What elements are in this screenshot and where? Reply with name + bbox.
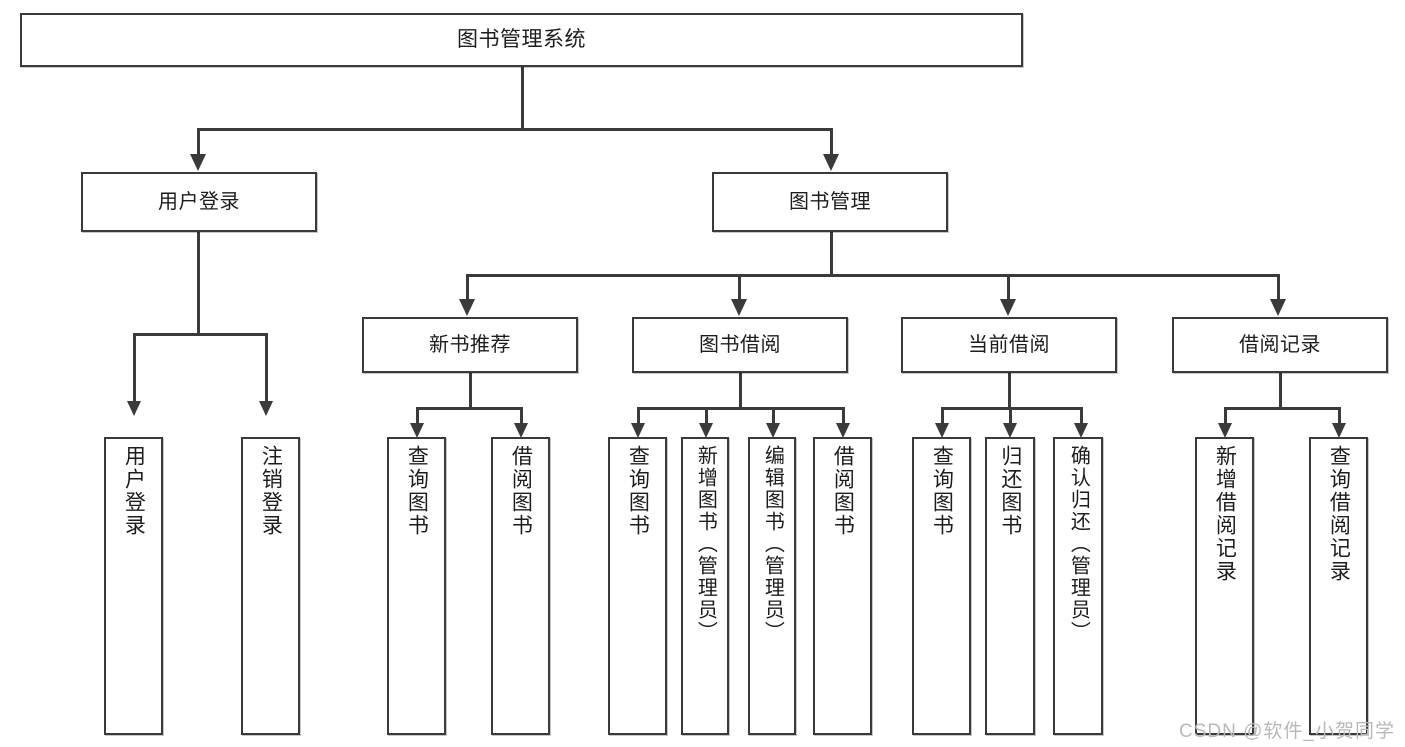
arrowhead-borrow-record	[1270, 299, 1286, 316]
connector-books-to-l3-4	[1277, 274, 1280, 301]
connector-borrow-to-leaf-1	[637, 407, 640, 425]
leaf-add-book-admin[interactable]: 新增图书（管理员）	[681, 437, 729, 735]
leaf-edit-book-admin[interactable]: 编辑图书（管理员）	[748, 437, 796, 735]
leaf-query-book-borrowing[interactable]: 查询图书	[608, 437, 667, 735]
node-label: 当前借阅	[968, 333, 1050, 356]
node-label: 查询图书	[930, 445, 954, 537]
arrowhead-leaf-borrow-book-1	[514, 423, 528, 438]
node-label: 归还图书	[998, 445, 1022, 537]
connector-record-stem	[1279, 373, 1282, 410]
connector-current-to-leaf-3	[1080, 407, 1083, 425]
node-book-management[interactable]: 图书管理	[712, 172, 948, 232]
node-label: 确认归还（管理员）	[1067, 445, 1090, 643]
connector-login-bus	[133, 333, 267, 336]
arrowhead-leaf-edit-book	[766, 423, 780, 438]
arrowhead-current-borrow	[1000, 299, 1016, 316]
arrowhead-leaf-add-book	[699, 423, 713, 438]
connector-rec-bus	[416, 407, 523, 410]
arrowhead-leaf-user-login	[127, 401, 141, 416]
arrowhead-book-borrow	[731, 299, 747, 316]
node-label: 图书管理	[789, 190, 871, 213]
connector-root-stem	[521, 67, 524, 130]
connector-current-to-leaf-2	[1009, 407, 1012, 425]
node-label: 编辑图书（管理员）	[761, 445, 784, 643]
connector-root-to-login	[197, 128, 200, 156]
connector-borrow-to-leaf-4	[842, 407, 845, 425]
arrowhead-leaf-logout	[259, 401, 273, 416]
node-borrowing-records[interactable]: 借阅记录	[1172, 317, 1388, 373]
connector-books-to-l3-2	[738, 274, 741, 301]
arrowhead-book-manage	[823, 154, 839, 171]
node-new-book-recommendation[interactable]: 新书推荐	[362, 317, 578, 373]
leaf-user-login[interactable]: 用户登录	[104, 437, 163, 735]
node-label: 查询图书	[626, 445, 650, 537]
arrowhead-leaf-return-book	[1003, 423, 1017, 438]
arrowhead-new-book-rec	[459, 299, 475, 316]
leaf-borrow-book-borrowing[interactable]: 借阅图书	[813, 437, 872, 735]
connector-login-stem	[197, 232, 200, 335]
connector-books-stem	[830, 232, 833, 277]
connector-record-to-leaf-1	[1224, 407, 1227, 425]
node-user-login[interactable]: 用户登录	[81, 172, 317, 232]
leaf-query-borrowing-record[interactable]: 查询借阅记录	[1309, 437, 1368, 735]
leaf-return-book[interactable]: 归还图书	[985, 437, 1035, 735]
node-label: 用户登录	[158, 190, 240, 213]
connector-borrow-bus	[637, 407, 845, 410]
connector-rec-to-leaf-2	[520, 407, 523, 425]
arrowhead-user-login	[190, 154, 206, 171]
leaf-logout[interactable]: 注销登录	[241, 437, 300, 735]
connector-current-bus	[941, 407, 1083, 410]
node-label: 借阅图书	[509, 445, 533, 537]
node-label: 用户登录	[122, 445, 146, 537]
arrowhead-leaf-borrow-book-2	[836, 423, 850, 438]
node-label: 图书管理系统	[457, 28, 586, 52]
connector-rec-to-leaf-1	[416, 407, 419, 425]
leaf-query-book-current[interactable]: 查询图书	[912, 437, 971, 735]
connector-root-to-books	[830, 128, 833, 156]
node-book-borrowing[interactable]: 图书借阅	[632, 317, 848, 373]
node-label: 新增借阅记录	[1213, 445, 1237, 583]
connector-books-to-l3-3	[1007, 274, 1010, 301]
node-label: 查询借阅记录	[1327, 445, 1351, 583]
connector-root-bus	[197, 128, 833, 131]
node-label: 借阅记录	[1239, 333, 1321, 356]
connector-books-bus	[466, 274, 1280, 277]
node-root-library-system[interactable]: 图书管理系统	[20, 13, 1023, 67]
arrowhead-leaf-confirm-return	[1074, 423, 1088, 438]
watermark-text: CSDN @软件_小贺同学	[1179, 721, 1395, 742]
connector-record-to-leaf-2	[1338, 407, 1341, 425]
arrowhead-leaf-add-record	[1218, 423, 1232, 438]
connector-current-stem	[1008, 373, 1011, 410]
arrowhead-leaf-query-book-1	[410, 423, 424, 438]
connector-current-to-leaf-1	[941, 407, 944, 425]
connector-record-bus	[1224, 407, 1341, 410]
node-label: 查询图书	[405, 445, 429, 537]
connector-books-to-l3-1	[466, 274, 469, 301]
leaf-borrow-book-recommendation[interactable]: 借阅图书	[491, 437, 550, 735]
node-current-borrowing[interactable]: 当前借阅	[901, 317, 1117, 373]
node-label: 借阅图书	[831, 445, 855, 537]
arrowhead-leaf-query-record	[1332, 423, 1346, 438]
connector-login-to-leaf-1	[133, 333, 136, 403]
node-label: 新书推荐	[429, 333, 511, 356]
leaf-add-borrowing-record[interactable]: 新增借阅记录	[1195, 437, 1254, 735]
arrowhead-leaf-query-book-2	[631, 423, 645, 438]
connector-borrow-to-leaf-2	[705, 407, 708, 425]
connector-login-to-leaf-2	[265, 333, 268, 403]
arrowhead-leaf-query-book-3	[935, 423, 949, 438]
connector-borrow-to-leaf-3	[772, 407, 775, 425]
leaf-confirm-return-admin[interactable]: 确认归还（管理员）	[1053, 437, 1103, 735]
node-label: 注销登录	[259, 445, 283, 537]
node-label: 新增图书（管理员）	[694, 445, 717, 643]
connector-rec-stem	[469, 373, 472, 410]
node-label: 图书借阅	[699, 333, 781, 356]
connector-borrow-stem	[739, 373, 742, 410]
leaf-query-book-recommendation[interactable]: 查询图书	[387, 437, 446, 735]
